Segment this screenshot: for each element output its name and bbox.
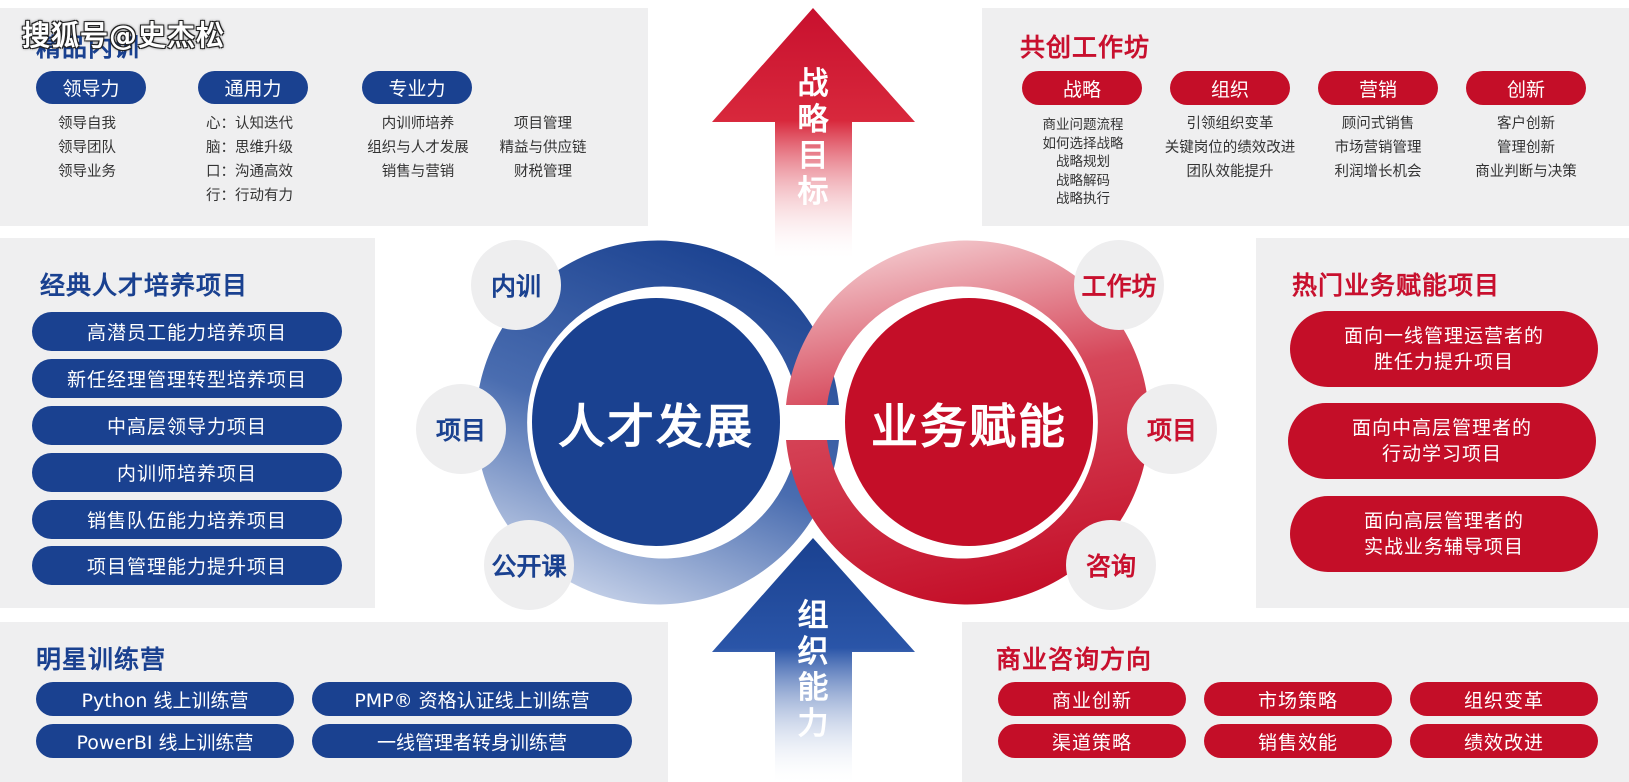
list-item: 商业判断与决策 (1475, 164, 1577, 180)
camp-title: 明星训练营 (36, 645, 167, 674)
workshop-title: 共创工作坊 (1020, 33, 1151, 62)
watermark: 搜狐号@史杰松 (22, 19, 226, 52)
neixun-title: 精品内训 (36, 33, 141, 62)
list-item: 财税管理 (514, 164, 572, 180)
classic-title: 经典人才培养项目 (40, 271, 249, 300)
classic-item[interactable]: 内训师培养项目 (32, 453, 342, 492)
hot-item-line: 实战业务辅导项目 (1363, 536, 1524, 558)
consult-item[interactable]: 销售效能 (1204, 724, 1392, 758)
tag-marketing[interactable]: 营销 (1318, 71, 1438, 105)
list-item: 内训师培养 (381, 116, 455, 132)
arrow-up-label: 战略 目标 (797, 66, 829, 210)
classic-item[interactable]: 销售队伍能力培养项目 (32, 500, 342, 539)
list-item: 战略规划 (1056, 154, 1110, 170)
list-item: 项目管理 (514, 116, 572, 132)
camp-item[interactable]: 一线管理者转身训练营 (312, 724, 632, 758)
consult-item[interactable]: 渠道策略 (998, 724, 1186, 758)
consult-item[interactable]: 市场策略 (1204, 682, 1392, 716)
classic-item[interactable]: 中高层领导力项目 (32, 406, 342, 445)
tag-leadership[interactable]: 领导力 (36, 71, 146, 104)
hot-title: 热门业务赋能项目 (1292, 271, 1501, 300)
consult-item[interactable]: 商业创新 (998, 682, 1186, 716)
list-item: 领导团队 (58, 140, 116, 156)
list-marketing: 顾问式销售 市场营销管理 利润增长机会 (1318, 112, 1438, 184)
list-organization: 引领组织变革 关键岗位的绩效改进 团队效能提升 (1152, 112, 1308, 184)
list-item: 领导自我 (58, 116, 116, 132)
list-item: 团队效能提升 (1186, 164, 1274, 180)
classic-item[interactable]: 高潜员工能力培养项目 (32, 312, 342, 351)
camp-item[interactable]: PMP® 资格认证线上训练营 (312, 682, 632, 716)
list-professional-b: 项目管理 精益与供应链 财税管理 (488, 112, 598, 184)
list-item: 组织与人才发展 (367, 140, 469, 156)
tag-strategy[interactable]: 战略 (1022, 71, 1142, 105)
list-item: 战略执行 (1056, 191, 1110, 207)
hot-item[interactable]: 面向一线管理运营者的 胜任力提升项目 (1290, 311, 1598, 387)
list-general: 心：认知迭代 脑：思维升级 口：沟通高效 行：行动有力 (206, 112, 293, 208)
list-item: 商业问题流程 (1042, 117, 1124, 133)
list-item: 脑：思维升级 (206, 140, 293, 156)
list-innovation: 客户创新 管理创新 商业判断与决策 (1462, 112, 1590, 184)
consult-title: 商业咨询方向 (996, 645, 1153, 674)
core-talent-development[interactable]: 人才发展 (532, 298, 780, 546)
tag-general[interactable]: 通用力 (198, 71, 308, 104)
node-consulting[interactable]: 咨询 (1066, 520, 1156, 610)
node-project-right[interactable]: 项目 (1127, 384, 1217, 474)
consult-item[interactable]: 组织变革 (1410, 682, 1598, 716)
arrow-down-shape (712, 538, 915, 782)
classic-item[interactable]: 新任经理管理转型培养项目 (32, 359, 342, 398)
list-item: 客户创新 (1497, 116, 1555, 132)
hot-item-line: 胜任力提升项目 (1373, 351, 1514, 373)
core-business-enablement[interactable]: 业务赋能 (845, 298, 1093, 546)
list-item: 引领组织变革 (1186, 116, 1274, 132)
hot-item[interactable]: 面向中高层管理者的 行动学习项目 (1288, 403, 1596, 479)
node-project-left[interactable]: 项目 (416, 384, 506, 474)
list-item: 顾问式销售 (1341, 116, 1415, 132)
tag-innovation[interactable]: 创新 (1466, 71, 1586, 105)
list-item: 利润增长机会 (1334, 164, 1422, 180)
list-item: 领导业务 (58, 164, 116, 180)
panel-workshop (982, 8, 1629, 226)
list-item: 关键岗位的绩效改进 (1164, 140, 1296, 156)
list-item: 心：认知迭代 (206, 116, 293, 132)
node-internal-training[interactable]: 内训 (471, 240, 561, 330)
list-item: 销售与营销 (381, 164, 455, 180)
list-item: 市场营销管理 (1334, 140, 1422, 156)
arrow-down-label: 组织 能力 (797, 598, 829, 742)
camp-item[interactable]: PowerBI 线上训练营 (36, 724, 294, 758)
hot-item[interactable]: 面向高层管理者的 实战业务辅导项目 (1290, 496, 1598, 572)
list-item: 口：沟通高效 (206, 164, 293, 180)
list-item: 管理创新 (1497, 140, 1555, 156)
tag-organization[interactable]: 组织 (1170, 71, 1290, 105)
hot-item-line: 面向中高层管理者的 (1351, 417, 1532, 439)
hot-item-line: 面向高层管理者的 (1363, 510, 1524, 532)
hot-item-line: 行动学习项目 (1381, 443, 1502, 465)
list-item: 如何选择战略 (1042, 135, 1124, 152)
hot-item-line: 面向一线管理运营者的 (1343, 325, 1544, 347)
consult-item[interactable]: 绩效改进 (1410, 724, 1598, 758)
list-item: 行：行动有力 (206, 188, 293, 204)
list-leadership: 领导自我 领导团队 领导业务 (58, 112, 116, 184)
panel-neixun (0, 8, 648, 226)
camp-item[interactable]: Python 线上训练营 (36, 682, 294, 716)
classic-item[interactable]: 项目管理能力提升项目 (32, 546, 342, 585)
tag-professional[interactable]: 专业力 (362, 71, 472, 104)
arrow-up-shape (712, 8, 915, 258)
node-workshop[interactable]: 工作坊 (1074, 240, 1164, 330)
list-strategy: 商业问题流程 如何选择战略 战略规划 战略解码 战略执行 (1022, 116, 1144, 209)
list-item: 战略解码 (1056, 172, 1110, 189)
node-public-course[interactable]: 公开课 (484, 520, 574, 610)
list-professional-a: 内训师培养 组织与人才发展 销售与营销 (358, 112, 478, 184)
list-item: 精益与供应链 (499, 140, 587, 156)
